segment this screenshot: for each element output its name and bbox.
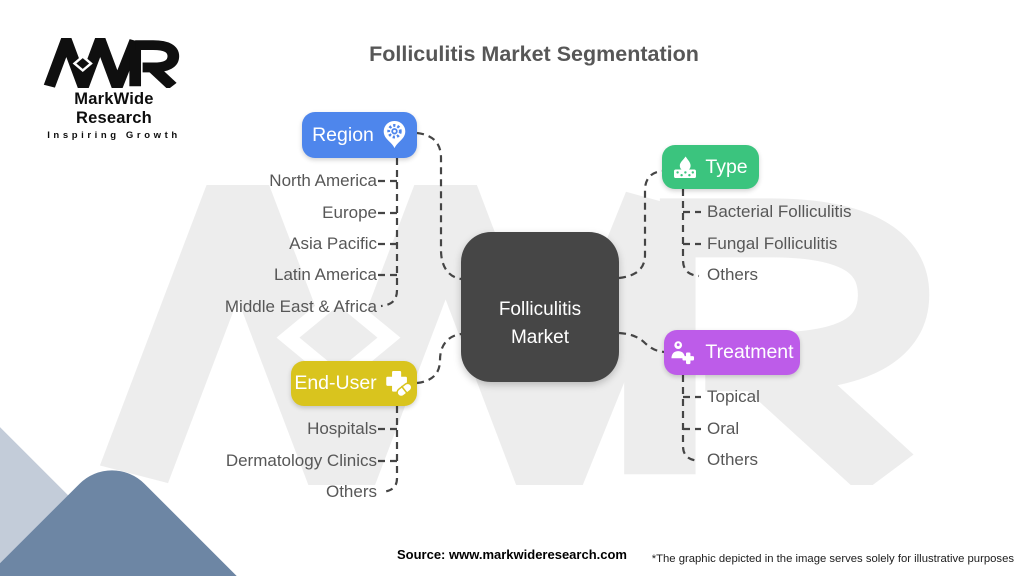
center-node-label-line1: Folliculitis (498, 299, 582, 320)
skin-follicle-drop-icon (673, 155, 697, 179)
brand-name: MarkWide Research (74, 90, 154, 127)
segment-node-treatment: Treatment (664, 330, 800, 375)
map-pin-gear-icon (382, 120, 407, 150)
connector-enduser-center (416, 332, 462, 385)
region-item: Latin America (274, 265, 377, 284)
connector-treatment-center (618, 331, 665, 354)
type-item: Bacterial Folliculitis (707, 202, 852, 221)
segment-node-type: Type (662, 145, 759, 189)
treatment-item: Oral (707, 419, 740, 438)
end-user-item: Hospitals (307, 419, 377, 438)
end-user-item: Dermatology Clinics (225, 451, 377, 470)
disclaimer-note: *The graphic depicted in the image serve… (651, 553, 1014, 565)
segment-label-treatment: Treatment (705, 341, 794, 363)
source-note: Source: www.markwideresearch.com (396, 547, 627, 562)
connector-type-center (618, 169, 663, 280)
connector-region-spine (380, 158, 399, 308)
connector-treatment-spine (681, 375, 700, 463)
region-item: North America (269, 171, 377, 190)
medical-cross-pill-icon (385, 370, 414, 398)
page-title: Folliculitis Market Segmentation (369, 42, 699, 66)
segment-node-end-user: End-User (291, 361, 417, 406)
region-item: Asia Pacific (289, 234, 377, 253)
treatment-item: Others (707, 450, 759, 469)
region-item: Europe (322, 203, 377, 222)
type-item: Fungal Folliculitis (707, 234, 838, 253)
end-user-item: Others (325, 482, 377, 501)
segment-node-region: Region (302, 112, 417, 158)
center-node-label-line2: Market (510, 327, 570, 348)
person-add-icon (670, 340, 697, 366)
connector-enduser-spine (381, 406, 399, 494)
region-item: Middle East & Africa (224, 297, 377, 316)
brand-tagline: Inspiring Growth (47, 130, 181, 141)
center-node: Folliculitis Market (461, 232, 619, 382)
connector-type-spine (681, 189, 700, 278)
segment-label-region: Region (312, 123, 374, 146)
treatment-item: Topical (707, 387, 760, 406)
connector-region-center (416, 131, 462, 281)
brand-logo: MarkWide Research Inspiring Growth (35, 38, 193, 141)
type-item: Others (707, 265, 759, 284)
segment-label-end-user: End-User (294, 372, 377, 394)
segment-label-type: Type (705, 155, 748, 178)
